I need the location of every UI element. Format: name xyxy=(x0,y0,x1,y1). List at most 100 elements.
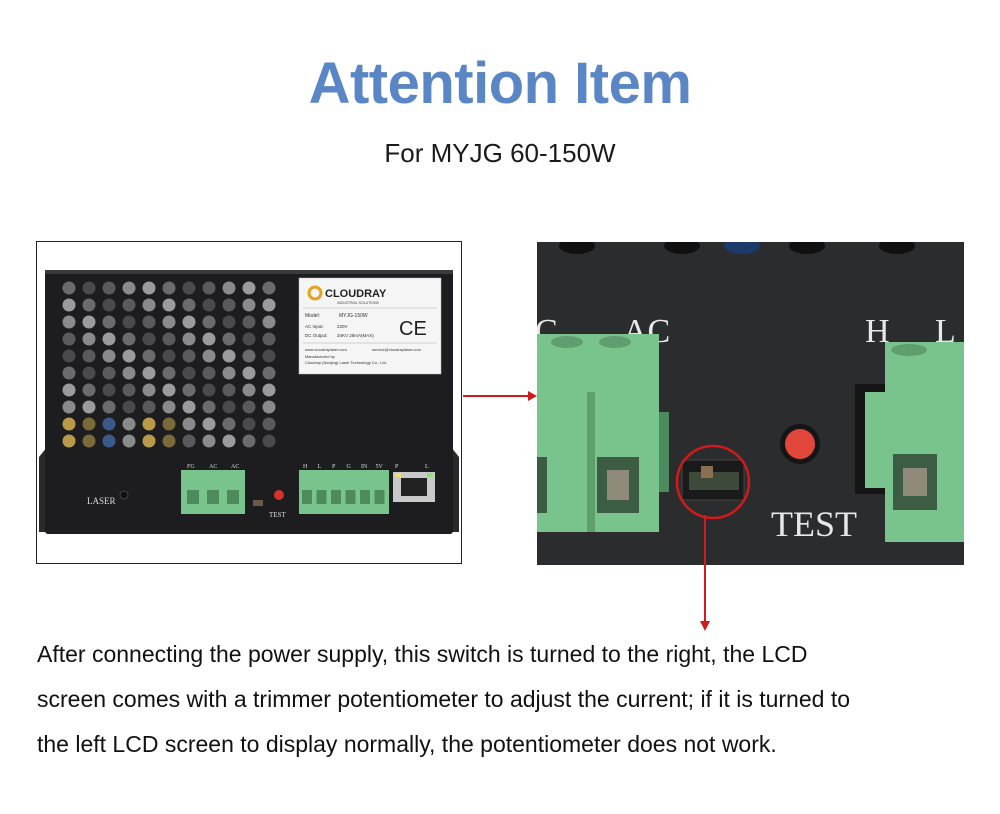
vent-hole xyxy=(102,383,116,397)
vent-hole xyxy=(122,332,136,346)
vent-hole xyxy=(82,383,96,397)
vent-hole xyxy=(142,281,156,295)
svg-text:Model:: Model: xyxy=(305,313,320,319)
page-title: Attention Item xyxy=(308,51,692,116)
arrowhead-down xyxy=(700,621,710,631)
vent-hole xyxy=(182,366,196,380)
vent-hole xyxy=(82,281,96,295)
vent-hole xyxy=(242,400,256,414)
description-line: the left LCD screen to display normally,… xyxy=(37,731,777,757)
closeup-ac-connector xyxy=(537,334,669,532)
vent-hole xyxy=(242,383,256,397)
rj45-port: P L xyxy=(393,464,435,502)
vent-hole xyxy=(242,332,256,346)
vent-hole xyxy=(142,332,156,346)
vent-hole xyxy=(262,434,276,448)
vent-hole xyxy=(182,400,196,414)
vent-hole xyxy=(182,332,196,346)
vent-hole xyxy=(62,298,76,312)
vent-hole xyxy=(142,400,156,414)
terminal-label: IN xyxy=(361,464,368,470)
vent-hole xyxy=(102,298,116,312)
vent-hole xyxy=(262,298,276,312)
vent-hole xyxy=(102,417,116,431)
vent-hole xyxy=(202,400,216,414)
closeup-test-label: TEST xyxy=(771,504,857,544)
vent-hole xyxy=(162,383,176,397)
vent-hole xyxy=(202,298,216,312)
mode-switch-closeup xyxy=(681,459,745,501)
vent-hole xyxy=(142,349,156,363)
vent-hole xyxy=(82,332,96,346)
svg-text:AC Input:: AC Input: xyxy=(305,324,324,329)
vent-hole xyxy=(182,281,196,295)
vent-hole xyxy=(102,315,116,329)
vent-hole xyxy=(162,332,176,346)
vent-hole xyxy=(122,383,136,397)
vent-hole xyxy=(162,417,176,431)
closeup-illustration: C AC H L TEST xyxy=(537,242,964,565)
vent-hole xyxy=(122,315,136,329)
vent-hole xyxy=(222,315,236,329)
vent-hole xyxy=(162,349,176,363)
svg-text:AC: AC xyxy=(231,464,239,470)
vent-hole xyxy=(122,281,136,295)
mode-switch xyxy=(253,500,263,506)
svg-text:DC Output:: DC Output: xyxy=(305,333,328,338)
test-button-closeup xyxy=(785,429,815,459)
description-line: After connecting the power supply, this … xyxy=(37,641,808,667)
vent-hole xyxy=(62,417,76,431)
description-text: After connecting the power supply, this … xyxy=(37,632,967,767)
vent-hole xyxy=(62,349,76,363)
vent-hole xyxy=(182,434,196,448)
vent-hole xyxy=(182,349,196,363)
vent-hole xyxy=(142,298,156,312)
vent-hole xyxy=(222,298,236,312)
svg-text:Manufactured by: Manufactured by xyxy=(305,354,335,359)
vent-hole xyxy=(122,366,136,380)
svg-text:34KV 28mA(MAX): 34KV 28mA(MAX) xyxy=(337,333,374,338)
vent-hole xyxy=(202,434,216,448)
vent-hole xyxy=(162,281,176,295)
terminal-hole xyxy=(360,490,370,504)
vent-hole xyxy=(242,434,256,448)
vent-hole xyxy=(222,281,236,295)
vent-hole xyxy=(202,366,216,380)
vent-hole xyxy=(62,400,76,414)
svg-text:www.cloudraylaser.com: www.cloudraylaser.com xyxy=(305,347,347,352)
vent-hole xyxy=(262,349,276,363)
vent-hole xyxy=(62,383,76,397)
terminal-hole xyxy=(302,490,312,504)
page-subtitle: For MYJG 60-150W xyxy=(384,138,616,168)
vent-hole xyxy=(62,366,76,380)
vent-hole xyxy=(82,434,96,448)
terminal-hole xyxy=(316,490,327,504)
vent-hole xyxy=(142,434,156,448)
vent-hole xyxy=(142,366,156,380)
svg-text:FG: FG xyxy=(187,464,195,470)
vent-hole xyxy=(142,417,156,431)
terminal-hole xyxy=(331,490,341,504)
terminal-label: 5V xyxy=(376,464,384,470)
vent-hole xyxy=(222,332,236,346)
test-button xyxy=(274,490,284,500)
vent-hole xyxy=(262,332,276,346)
vent-hole xyxy=(202,281,216,295)
test-label: TEST xyxy=(269,511,286,519)
svg-text:INDUSTRIAL SOLUTIONS: INDUSTRIAL SOLUTIONS xyxy=(337,301,380,305)
vent-hole xyxy=(82,417,96,431)
vent-hole xyxy=(242,349,256,363)
terminal-label: G xyxy=(347,464,352,470)
power-supply-photo: CLOUDRAY INDUSTRIAL SOLUTIONS Model: MYJ… xyxy=(36,241,462,564)
vent-hole xyxy=(82,315,96,329)
vent-hole xyxy=(162,434,176,448)
vent-hole xyxy=(102,400,116,414)
svg-text:service@cloudraylaser.com: service@cloudraylaser.com xyxy=(372,347,422,352)
vent-hole xyxy=(262,315,276,329)
vent-hole xyxy=(202,315,216,329)
svg-text:Cloudray (Nanjing) Laser Techn: Cloudray (Nanjing) Laser Technology Co.,… xyxy=(305,360,387,365)
vent-hole xyxy=(182,298,196,312)
switch-highlight-circle xyxy=(675,444,751,520)
vent-hole xyxy=(242,315,256,329)
